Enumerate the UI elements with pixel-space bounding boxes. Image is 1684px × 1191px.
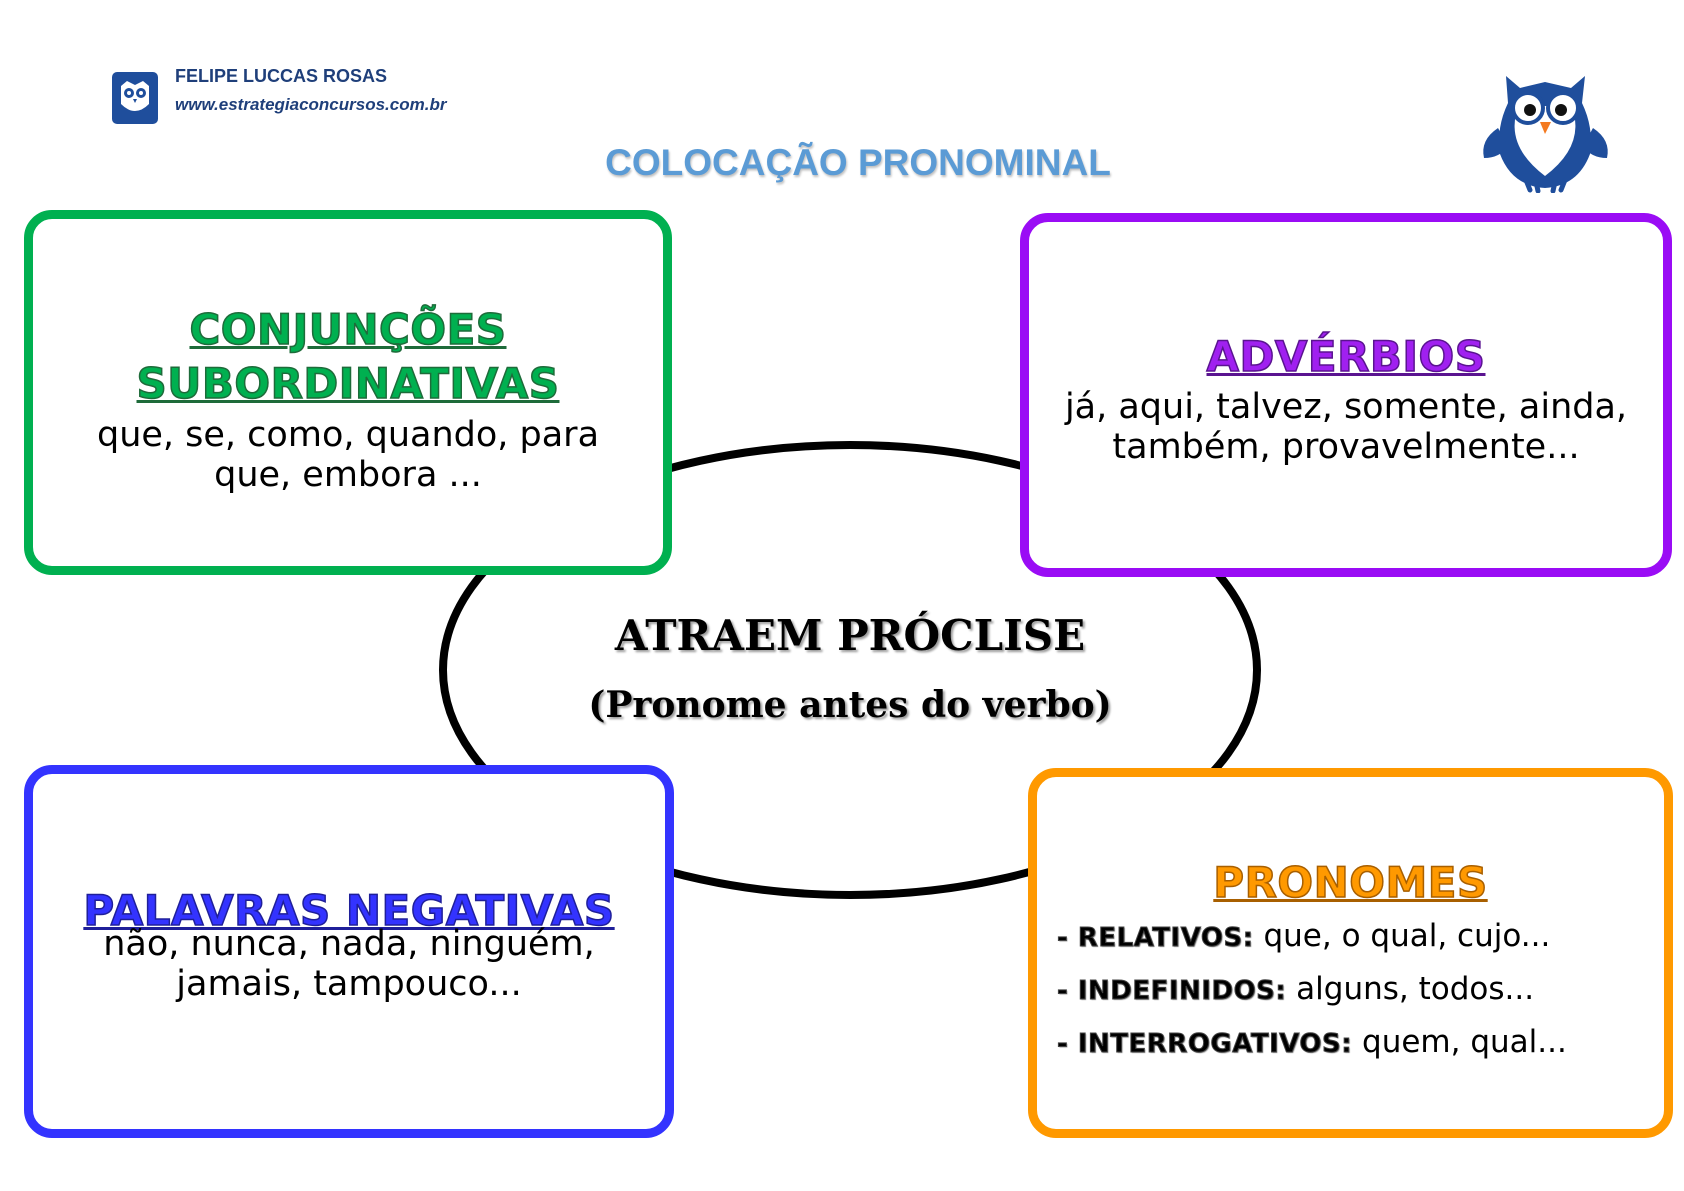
heading-line-1: CONJUNÇÕES xyxy=(189,304,507,355)
box-adverbios-text: já, aqui, talvez, somente, ainda, também… xyxy=(1029,387,1663,467)
pronome-type-label: - RELATIVOS: xyxy=(1057,923,1254,954)
box-pronomes-heading: PRONOMES xyxy=(1213,857,1488,908)
text-line-1: não, nunca, nada, ninguém, xyxy=(103,924,595,964)
center-subtitle: (Pronome antes do verbo) xyxy=(588,684,1112,726)
box-negativas-heading: PALAVRAS NEGATIVAS xyxy=(83,885,615,936)
text-line-1: que, se, como, quando, para xyxy=(96,415,600,455)
pronome-type-label: - INTERROGATIVOS: xyxy=(1056,1029,1353,1060)
list-item: - INDEFINIDOS: alguns, todos... xyxy=(1056,971,1567,1024)
text-line-2: que, embora ... xyxy=(214,455,482,495)
box-conjuncoes-heading: CONJUNÇÕES SUBORDINATIVAS xyxy=(33,303,663,411)
box-negativas-text: não, nunca, nada, ninguém, jamais, tampo… xyxy=(33,924,665,1004)
pronome-examples: que, o qual, cujo... xyxy=(1253,918,1551,954)
pronome-examples: quem, qual... xyxy=(1352,1024,1567,1060)
list-item: - INTERROGATIVOS: quem, qual... xyxy=(1056,1024,1567,1077)
page-title: COLOCAÇÃO PRONOMINAL xyxy=(605,142,1111,183)
text-line-1: já, aqui, talvez, somente, ainda, xyxy=(1064,387,1628,427)
box-conjuncoes: CONJUNÇÕES SUBORDINATIVAS que, se, como,… xyxy=(24,210,672,575)
box-palavras-negativas: PALAVRAS NEGATIVAS não, nunca, nada, nin… xyxy=(24,765,674,1138)
box-pronomes: PRONOMES - RELATIVOS: que, o qual, cujo.… xyxy=(1028,768,1673,1138)
box-adverbios-heading: ADVÉRBIOS xyxy=(1206,331,1486,382)
pronome-examples: alguns, todos... xyxy=(1286,971,1535,1007)
pronome-type-label: - INDEFINIDOS: xyxy=(1056,976,1287,1007)
box-adverbios: ADVÉRBIOS já, aqui, talvez, somente, ain… xyxy=(1020,213,1672,577)
owl-logo-icon xyxy=(112,72,158,124)
center-title: ATRAEM PRÓCLISE xyxy=(614,611,1086,660)
heading-line-2: SUBORDINATIVAS xyxy=(136,358,560,409)
list-item: - RELATIVOS: que, o qual, cujo... xyxy=(1057,918,1567,971)
text-line-2: também, provavelmente... xyxy=(1112,427,1580,467)
box-conjuncoes-text: que, se, como, quando, para que, embora … xyxy=(33,415,663,495)
text-line-2: jamais, tampouco... xyxy=(176,964,522,1004)
pronomes-list: - RELATIVOS: que, o qual, cujo... - INDE… xyxy=(1056,918,1567,1077)
author-name: FELIPE LUCCAS ROSAS xyxy=(175,66,388,86)
site-url: www.estrategiaconcursos.com.br xyxy=(175,95,447,114)
owl-mascot-icon xyxy=(1483,76,1608,193)
